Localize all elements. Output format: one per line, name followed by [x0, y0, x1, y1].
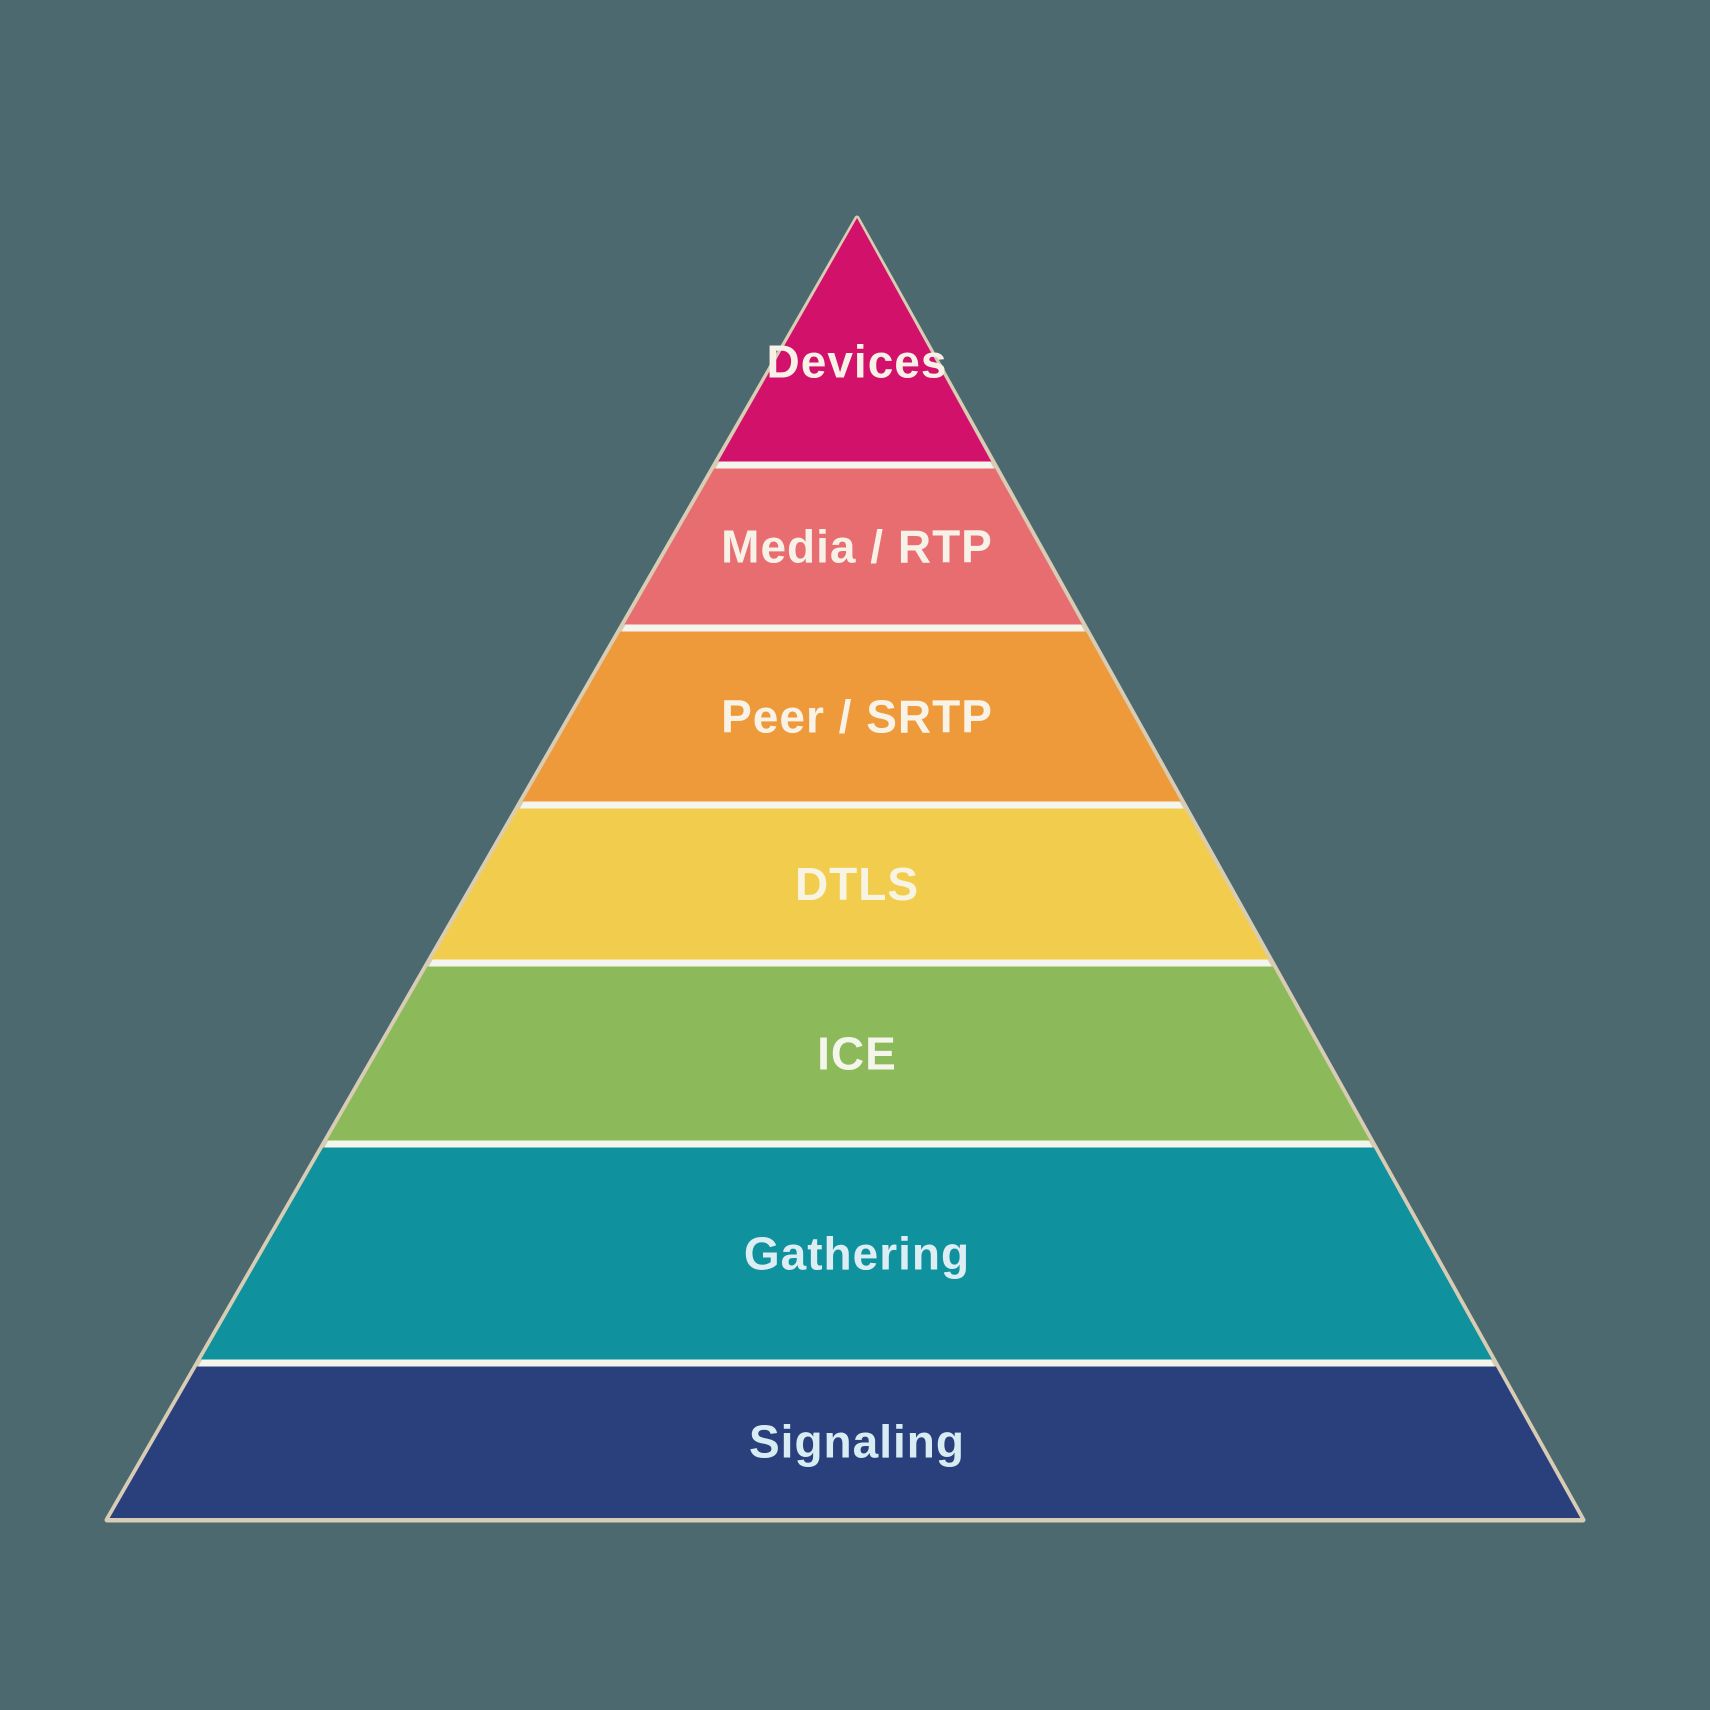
pyramid-layer-signaling	[109, 1366, 1581, 1518]
pyramid-layer-media-rtp	[624, 468, 1083, 625]
pyramid-layer-label-devices: Devices	[767, 335, 948, 387]
pyramid-layer-peer-srtp	[522, 631, 1181, 802]
pyramid-layer-label-ice: ICE	[817, 1028, 897, 1080]
pyramid-layer-devices	[718, 218, 992, 462]
pyramid-layer-gathering	[200, 1147, 1493, 1360]
pyramid-layer-label-dtls: DTLS	[795, 858, 919, 910]
pyramid-layer-label-signaling: Signaling	[749, 1416, 965, 1468]
pyramid-layer-label-peer-srtp: Peer / SRTP	[721, 691, 993, 743]
pyramid-layer-dtls	[431, 808, 1269, 960]
pyramid-layer-label-media-rtp: Media / RTP	[721, 521, 993, 573]
pyramid-layer-label-gathering: Gathering	[744, 1228, 970, 1280]
pyramid-layer-ice	[327, 966, 1370, 1141]
